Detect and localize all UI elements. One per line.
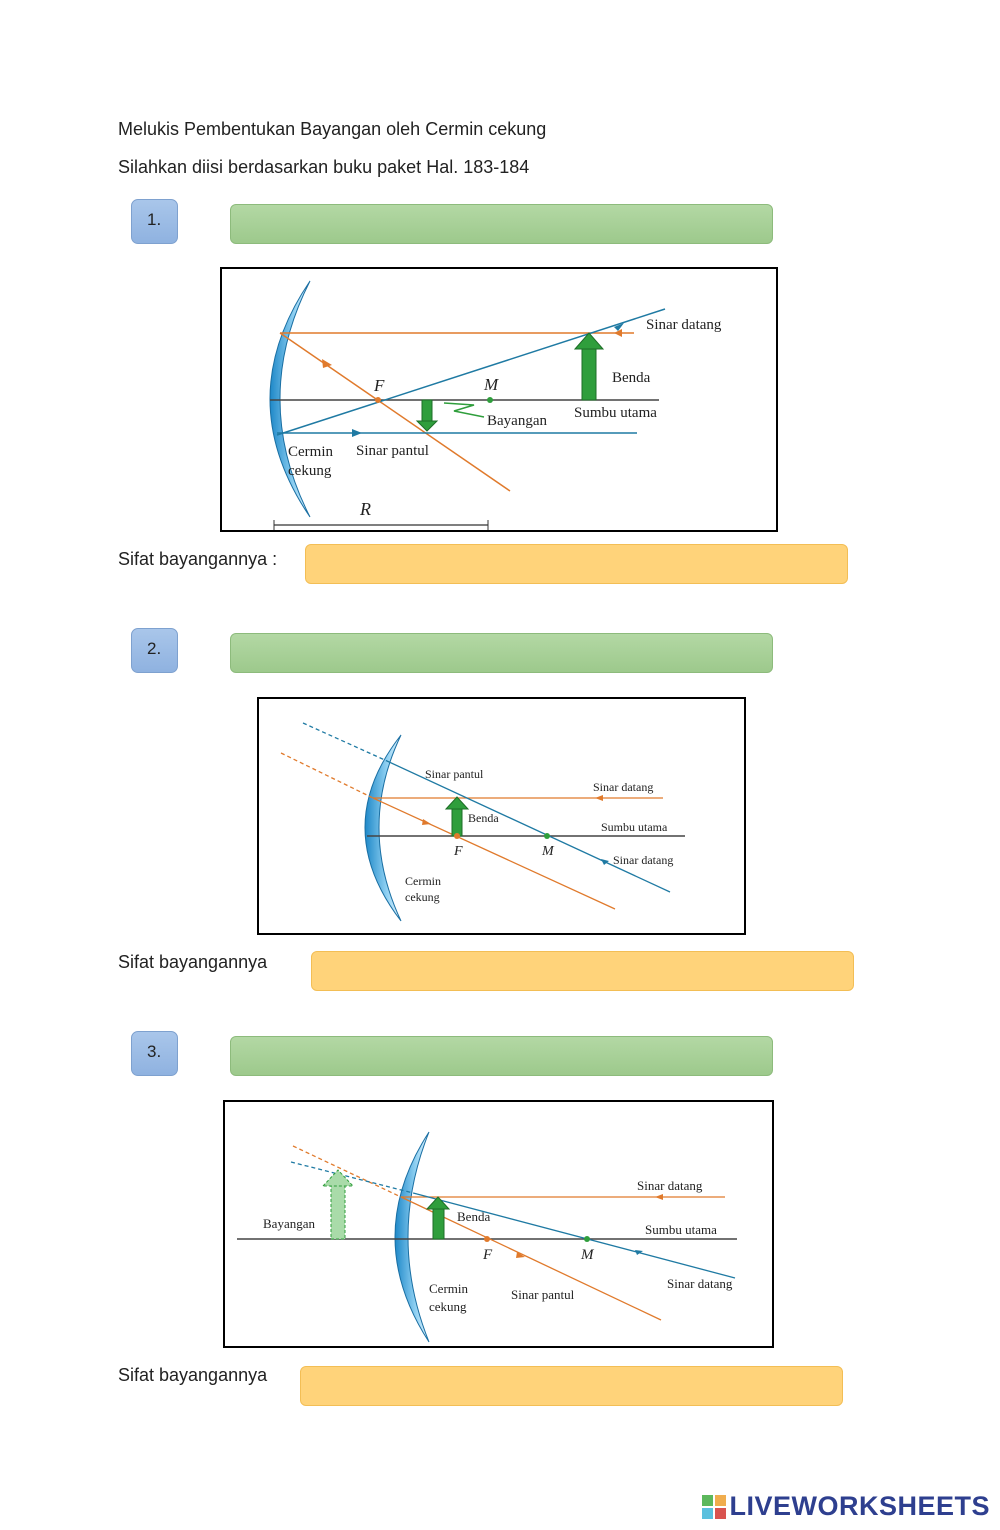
label-F: F — [482, 1247, 493, 1263]
section-3-property-label: Sifat bayangannya — [118, 1365, 268, 1385]
concave-mirror-shape — [269, 280, 311, 518]
label-sinar-datang-top: Sinar datang — [637, 1178, 703, 1193]
label-cermin: Cermin — [288, 444, 333, 460]
section-1-property-label: Sifat bayangannya : — [118, 549, 278, 569]
label-cekung: cekung — [288, 463, 332, 479]
label-sumbu-utama: Sumbu utama — [574, 405, 657, 421]
object-arrow — [425, 1196, 451, 1240]
label-bayangan: Bayangan — [487, 413, 547, 429]
section-1-diagram: Sinar datang Benda F M Bayangan Sumbu ut… — [220, 267, 778, 532]
concave-mirror-shape — [364, 734, 402, 922]
label-sumbu-utama: Sumbu utama — [601, 820, 668, 834]
logo-badge-icon — [702, 1494, 727, 1519]
section-1-property-field[interactable] — [305, 544, 848, 584]
liveworksheets-logo: LIVEWORKSHEETS — [702, 1491, 990, 1522]
label-sinar-datang: Sinar datang — [646, 317, 722, 333]
label-bayangan: Bayangan — [263, 1216, 315, 1231]
section-2-number: 2. — [131, 628, 178, 673]
page-instruction: Silahkan diisi berdasarkan buku paket Ha… — [118, 157, 530, 177]
label-sinar-pantul: Sinar pantul — [425, 767, 484, 781]
label-M: M — [483, 375, 499, 394]
section-2-diagram: Sinar pantul Sinar datang Benda Sumbu ut… — [257, 697, 746, 935]
label-M: M — [541, 844, 555, 859]
object-arrow — [444, 796, 470, 837]
label-cermin: Cermin — [405, 874, 441, 888]
label-sinar-datang-top: Sinar datang — [593, 780, 653, 794]
label-cekung: cekung — [405, 890, 440, 904]
label-cermin: Cermin — [429, 1281, 468, 1296]
logo-text: LIVEWORKSHEETS — [729, 1491, 990, 1521]
ray-incident-through-F — [276, 308, 666, 436]
label-benda: Benda — [612, 370, 651, 386]
section-1-answer-field[interactable] — [230, 204, 773, 244]
label-R: R — [359, 499, 371, 519]
label-sumbu-utama: Sumbu utama — [645, 1222, 717, 1237]
section-1-number: 1. — [131, 199, 178, 244]
label-F: F — [453, 844, 463, 859]
section-2-property-label: Sifat bayangannya — [118, 952, 268, 972]
label-benda: Benda — [457, 1209, 490, 1224]
section-3-number: 3. — [131, 1031, 178, 1076]
virtual-image-arrow — [321, 1169, 355, 1240]
label-M: M — [580, 1247, 595, 1263]
label-cekung: cekung — [429, 1299, 467, 1314]
label-sinar-datang-bottom: Sinar datang — [613, 853, 673, 867]
label-benda: Benda — [468, 811, 499, 825]
section-2-property-field[interactable] — [311, 951, 854, 991]
image-arrow — [415, 399, 439, 432]
label-F: F — [373, 376, 385, 395]
section-3-answer-field[interactable] — [230, 1036, 773, 1076]
ray-reflected-through-F — [279, 332, 511, 492]
label-sinar-pantul: Sinar pantul — [511, 1287, 575, 1302]
object-arrow — [573, 332, 605, 401]
label-sinar-pantul: Sinar pantul — [356, 443, 429, 459]
section-3-property-field[interactable] — [300, 1366, 843, 1406]
label-sinar-datang-bottom: Sinar datang — [667, 1276, 733, 1291]
page-title: Melukis Pembentukan Bayangan oleh Cermin… — [118, 119, 547, 139]
concave-mirror-shape — [394, 1131, 430, 1343]
section-3-diagram: Sinar datang Benda Bayangan Sumbu utama … — [223, 1100, 774, 1348]
section-2-answer-field[interactable] — [230, 633, 773, 673]
